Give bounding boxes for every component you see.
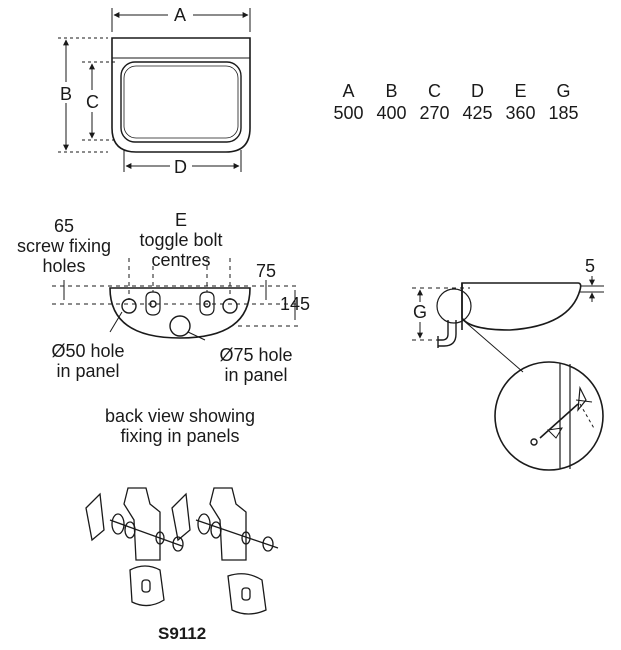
toggle-bolt-line2: centres [151, 250, 211, 270]
toggle-bolt-line1: toggle bolt [139, 230, 223, 250]
screw-holes-line2: holes [42, 256, 86, 276]
fixing-detail-circle [494, 361, 604, 471]
dimension-value: 425 [462, 103, 493, 123]
dimension-value: 270 [419, 103, 450, 123]
dimension-col: E 360 [499, 80, 542, 124]
dimension-value: 185 [548, 103, 579, 123]
dimension-col: C 270 [413, 80, 456, 124]
dimension-a-label: A [174, 5, 187, 25]
hole-75-line2: in panel [224, 365, 288, 385]
dimension-c-label: C [86, 92, 99, 112]
hole-75-label: Ø75 hole in panel [206, 345, 306, 385]
dimension-col: A 500 [327, 80, 370, 124]
fixing-kit-illustration [85, 487, 279, 615]
dimension-key: G [556, 81, 571, 101]
dimension-table: A 500 B 400 C 270 D 425 E 360 G 185 [327, 80, 585, 124]
basin-side-view [436, 282, 582, 348]
dimension-d-label: D [174, 157, 187, 177]
caption-line2: fixing in panels [120, 426, 240, 446]
hole-50-line2: in panel [56, 361, 120, 381]
dimension-key: C [428, 81, 441, 101]
caption-line1: back view showing [104, 406, 256, 426]
basin-back-view [109, 287, 251, 339]
dimension-b-label: B [60, 84, 73, 104]
hole-50-label: Ø50 hole in panel [38, 341, 138, 381]
back-view-dimensions [52, 258, 300, 327]
dimension-5-label: 5 [585, 256, 596, 276]
dimension-75-label: 75 [256, 261, 277, 281]
basin-top-view [111, 37, 251, 153]
dimension-col: D 425 [456, 80, 499, 124]
dimension-e-label: E [174, 210, 187, 230]
dimension-value: 500 [333, 103, 364, 123]
dimension-145-label: 145 [280, 294, 311, 314]
dimension-col: G 185 [542, 80, 585, 124]
dimension-key: B [385, 81, 398, 101]
screw-holes-dimension: 65 [53, 216, 75, 236]
dimension-g-label: G [413, 302, 428, 322]
dimension-5-line [580, 276, 604, 302]
dimension-col: B 400 [370, 80, 413, 124]
dimension-b-line [58, 37, 108, 153]
dimension-key: E [514, 81, 527, 101]
hole-75-line1: Ø75 hole [219, 345, 293, 365]
hole-50-line1: Ø50 hole [51, 341, 125, 361]
dimension-c-line [82, 61, 118, 141]
dimension-value: 360 [505, 103, 536, 123]
toggle-bolt-label: E toggle bolt centres [126, 210, 236, 270]
dimension-d-line [123, 150, 242, 172]
back-view-caption: back view showing fixing in panels [80, 406, 280, 446]
part-code: S9112 [158, 624, 207, 643]
dimension-key: A [342, 81, 355, 101]
dimension-g-line [412, 287, 470, 341]
screw-holes-line1: screw fixing [16, 236, 112, 256]
screw-holes-label: 65 screw fixing holes [8, 216, 120, 276]
dimension-key: D [471, 81, 484, 101]
dimension-value: 400 [376, 103, 407, 123]
dimension-a-line [111, 8, 251, 32]
